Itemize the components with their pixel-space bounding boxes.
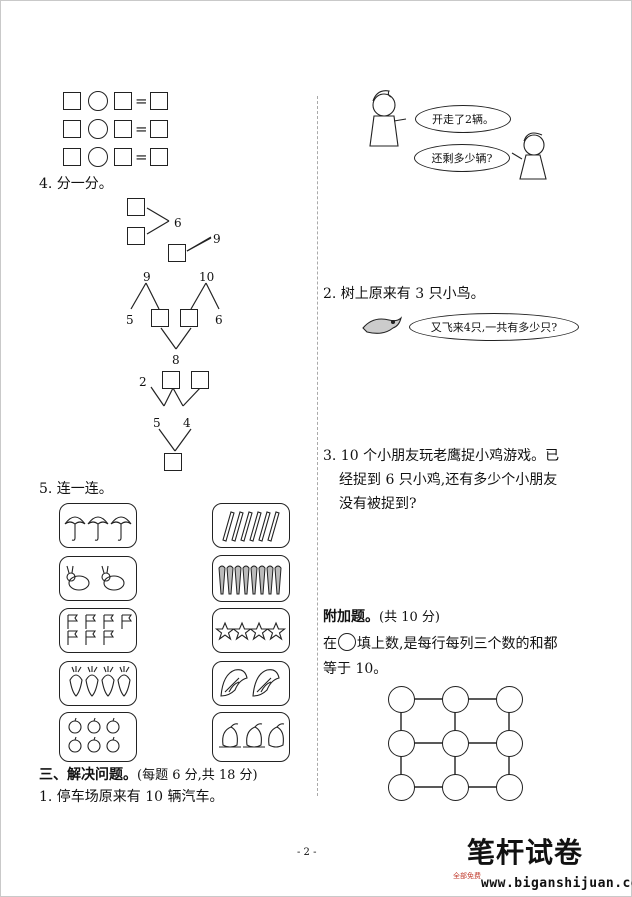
answer-box[interactable] <box>164 453 182 471</box>
grid-circle[interactable] <box>496 686 523 713</box>
grid-circle[interactable] <box>388 686 415 713</box>
number-label: 9 <box>213 232 221 246</box>
logo-side-label: 全部免费 <box>453 872 481 880</box>
problem-3-line: 3. 10 个小朋友玩老鹰捉小鸡游戏。已 <box>323 448 560 464</box>
bird-icon <box>362 316 403 334</box>
number-label: 2 <box>139 375 147 389</box>
bonus-note: (共 10 分) <box>379 610 440 625</box>
number-label: 9 <box>143 270 151 284</box>
answer-box[interactable] <box>114 120 132 138</box>
operator-circle[interactable] <box>88 147 108 167</box>
flag-icon <box>67 614 133 645</box>
pencil-icon <box>222 511 280 542</box>
answer-box[interactable] <box>114 92 132 110</box>
carrot-icon <box>218 565 282 595</box>
grid-circle[interactable] <box>496 730 523 757</box>
problem-3-line: 没有被捉到? <box>339 496 417 512</box>
inline-circle-icon <box>338 633 356 651</box>
grid-circle[interactable] <box>388 774 415 801</box>
bonus-line-1: 在 填上数,是每行每列三个数的和都 <box>323 633 557 654</box>
star-card[interactable] <box>212 608 290 653</box>
answer-box[interactable] <box>63 92 81 110</box>
number-label: 4 <box>183 416 191 430</box>
answer-box[interactable] <box>162 371 180 389</box>
apple-icon <box>68 717 120 753</box>
umbrella-card[interactable] <box>59 503 137 548</box>
radish-icon <box>69 666 131 697</box>
cabbage-card[interactable] <box>212 661 290 706</box>
bonus-heading: 附加题。(共 10 分) <box>323 607 440 628</box>
q5-title: 5. 连一连。 <box>39 481 113 497</box>
problem-1: 1. 停车场原来有 10 辆汽车。 <box>39 789 224 805</box>
boy-girl-illustration <box>369 90 547 180</box>
problem-3-line: 经捉到 6 只小鸡,还有多少个小朋友 <box>339 472 558 488</box>
number-label: 8 <box>172 353 180 367</box>
answer-box[interactable] <box>168 244 186 262</box>
speech-bubble: 开走了2辆。 <box>415 105 511 133</box>
answer-box[interactable] <box>127 198 145 216</box>
grid-circle[interactable] <box>442 774 469 801</box>
answer-box[interactable] <box>151 309 169 327</box>
pencil-card[interactable] <box>212 503 290 548</box>
operator-circle[interactable] <box>88 119 108 139</box>
answer-box[interactable] <box>150 92 168 110</box>
grid-circle[interactable] <box>496 774 523 801</box>
number-label: 5 <box>153 416 161 430</box>
flag-card[interactable] <box>59 608 137 653</box>
equals-sign: = <box>135 148 148 166</box>
rabbit-icon <box>66 565 125 591</box>
apple-card[interactable] <box>59 712 137 762</box>
bonus-line-2: 等于 10。 <box>323 661 388 677</box>
answer-box[interactable] <box>150 120 168 138</box>
column-divider <box>317 96 318 796</box>
number-label: 6 <box>215 313 223 327</box>
answer-box[interactable] <box>150 148 168 166</box>
section3-heading: 三、解决问题。(每题 6 分,共 18 分) <box>39 765 258 786</box>
section3-note: (每题 6 分,共 18 分) <box>137 768 258 783</box>
equals-sign: = <box>135 92 148 110</box>
speech-bubble: 又飞来4只,一共有多少只? <box>409 313 579 341</box>
page-number: - 2 - <box>297 847 317 858</box>
cabbage-icon <box>220 669 280 697</box>
decomposition-diagrams <box>130 207 220 452</box>
section3-title: 三、解决问题。 <box>39 767 137 783</box>
peach-card[interactable] <box>212 712 290 762</box>
problem-2: 2. 树上原来有 3 只小鸟。 <box>323 286 485 302</box>
peach-icon <box>219 723 285 748</box>
number-label: 5 <box>126 313 134 327</box>
site-logo: 笔杆试卷 <box>467 836 584 869</box>
site-url[interactable]: www.biganshijuan.com <box>481 876 632 891</box>
grid-circle[interactable] <box>388 730 415 757</box>
problem-3: 3. 10 个小朋友玩老鹰捉小鸡游戏。已 经捉到 6 只小鸡,还有多少个小朋友 … <box>323 444 559 516</box>
umbrella-icon <box>64 516 132 541</box>
bonus-title: 附加题。 <box>323 609 379 625</box>
grid-circle[interactable] <box>442 686 469 713</box>
radish-card[interactable] <box>59 661 137 706</box>
bonus-text: 填上数,是每行每列三个数的和都 <box>357 636 558 652</box>
carrot-card[interactable] <box>212 555 290 602</box>
answer-box[interactable] <box>191 371 209 389</box>
operator-circle[interactable] <box>88 91 108 111</box>
answer-box[interactable] <box>127 227 145 245</box>
speech-bubble: 还剩多少辆? <box>414 144 510 172</box>
number-label: 10 <box>199 270 215 284</box>
number-label: 6 <box>174 216 182 230</box>
star-icon <box>214 621 287 641</box>
answer-box[interactable] <box>180 309 198 327</box>
answer-box[interactable] <box>114 148 132 166</box>
q4-title: 4. 分一分。 <box>39 176 113 192</box>
answer-box[interactable] <box>63 120 81 138</box>
rabbit-card[interactable] <box>59 556 137 601</box>
bonus-text: 在 <box>323 636 337 652</box>
grid-circle[interactable] <box>442 730 469 757</box>
answer-box[interactable] <box>63 148 81 166</box>
equals-sign: = <box>135 120 148 138</box>
